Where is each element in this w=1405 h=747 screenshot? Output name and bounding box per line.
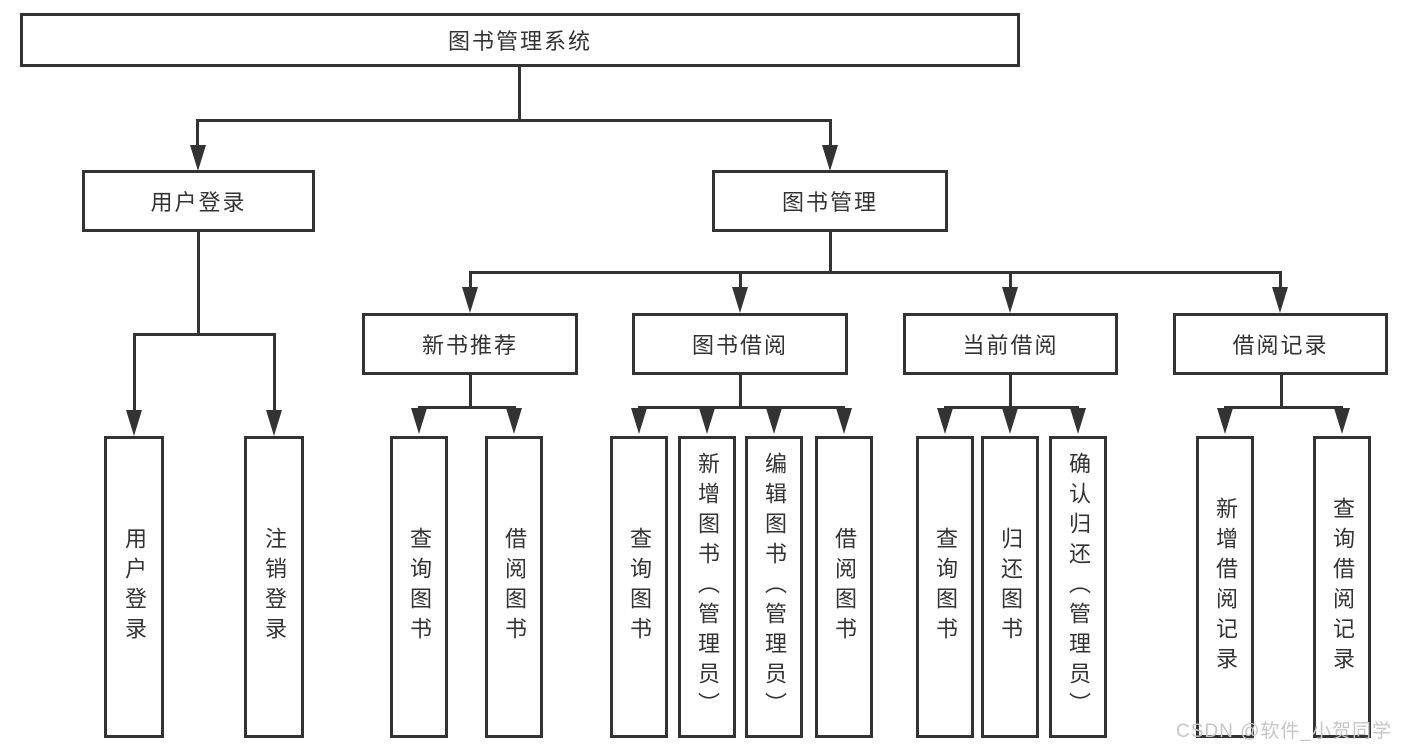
node-label: 新书推荐 [421, 333, 518, 358]
connector-leaf-stem [133, 333, 136, 411]
leaf-label: 借阅图书 [502, 527, 527, 647]
connector-l3-stem [469, 271, 472, 289]
connector-l3-stem [1009, 271, 1012, 289]
arrow-to-leaf-borrow-books-icon [506, 408, 522, 434]
leaf-label: 查询图书 [407, 527, 432, 647]
connector-userlogin-stem [196, 119, 199, 147]
connector-nbr-down [469, 374, 472, 408]
connector-bb-hbar [638, 406, 845, 409]
leaf-label: 查询图书 [933, 527, 958, 647]
leaf-label: 查询借阅记录 [1330, 497, 1355, 677]
leaf-logout-login: 注销登录 [244, 436, 304, 738]
leaf-query-borrow-record: 查询借阅记录 [1313, 436, 1371, 738]
arrow-to-current-borrowing-icon [1002, 287, 1018, 313]
arrow-to-leaf-query-books-icon [631, 408, 647, 434]
leaf-borrow-books-borrowing: 借阅图书 [815, 436, 873, 738]
leaf-query-books-borrowing: 查询图书 [610, 436, 668, 738]
leaf-return-books: 归还图书 [981, 436, 1039, 738]
leaf-label: 确认归还（管理员） [1066, 452, 1091, 722]
leaf-label: 用户登录 [122, 527, 147, 647]
node-label: 当前借阅 [962, 333, 1059, 358]
leaf-edit-books-admin: 编辑图书（管理员） [745, 436, 803, 738]
node-label: 图书管理系统 [447, 29, 592, 54]
node-new-book-recommend: 新书推荐 [362, 313, 578, 375]
connector-userlogin-hbar [133, 333, 275, 336]
arrow-to-leaf-query-books-icon [411, 408, 427, 434]
connector-br-hbar [1224, 406, 1343, 409]
arrow-to-leaf-edit-books-icon [766, 408, 782, 434]
arrow-to-book-borrowing-icon [732, 287, 748, 313]
arrow-to-leaf-query-record-icon [1334, 408, 1350, 434]
arrow-to-leaf-add-record-icon [1217, 408, 1233, 434]
arrow-to-leaf-user-login-icon [126, 410, 142, 436]
node-borrowing-records: 借阅记录 [1173, 313, 1388, 375]
arrow-to-leaf-logout-icon [266, 410, 282, 436]
node-label: 图书管理 [781, 190, 878, 215]
leaf-label: 新增借阅记录 [1213, 497, 1238, 677]
node-label: 借阅记录 [1232, 333, 1329, 358]
node-current-borrowing: 当前借阅 [903, 313, 1118, 375]
arrow-to-book-management-icon [822, 145, 838, 171]
node-book-management: 图书管理 [712, 170, 948, 232]
connector-root-hbar [197, 119, 832, 122]
connector-leaf-stem [273, 333, 276, 411]
arrow-to-borrowing-records-icon [1272, 287, 1288, 313]
leaf-label: 归还图书 [998, 527, 1023, 647]
arrow-to-user-login-icon [190, 145, 206, 171]
arrow-to-new-book-recommend-icon [462, 287, 478, 313]
node-user-login-branch: 用户登录 [82, 170, 315, 232]
connector-cb-hbar [944, 406, 1079, 409]
node-label: 图书借阅 [691, 333, 788, 358]
leaf-query-books-recommend: 查询图书 [390, 436, 448, 738]
leaf-label: 注销登录 [262, 527, 287, 647]
arrow-to-leaf-confirm-return-icon [1070, 408, 1086, 434]
leaf-add-borrow-record: 新增借阅记录 [1196, 436, 1254, 738]
leaf-confirm-return-admin: 确认归还（管理员） [1049, 436, 1107, 738]
connector-bb-down [739, 374, 742, 408]
leaf-query-books-current: 查询图书 [916, 436, 974, 738]
csdn-watermark: CSDN @软件_小贺同学 [1176, 721, 1392, 742]
connector-l3-stem [739, 271, 742, 289]
leaf-label: 借阅图书 [832, 527, 857, 647]
arrow-to-leaf-borrow-books-icon [836, 408, 852, 434]
leaf-label: 查询图书 [627, 527, 652, 647]
connector-bookmgmt-down [829, 231, 832, 273]
arrow-to-leaf-add-books-icon [699, 408, 715, 434]
leaf-label: 新增图书（管理员） [695, 452, 720, 722]
leaf-borrow-books-recommend: 借阅图书 [485, 436, 543, 738]
connector-bookmgmt-stem [829, 119, 832, 147]
arrow-to-leaf-return-books-icon [1002, 408, 1018, 434]
connector-root-stem [518, 67, 521, 121]
connector-bookmgmt-hbar [470, 271, 1281, 274]
leaf-add-books-admin: 新增图书（管理员） [678, 436, 736, 738]
arrow-to-leaf-query-books-icon [937, 408, 953, 434]
leaf-label: 编辑图书（管理员） [762, 452, 787, 722]
node-library-system: 图书管理系统 [20, 13, 1020, 67]
connector-br-down [1280, 374, 1283, 408]
connector-nbr-hbar [418, 406, 516, 409]
node-book-borrowing: 图书借阅 [632, 313, 848, 375]
connector-userlogin-down [197, 231, 200, 335]
connector-cb-down [1009, 374, 1012, 408]
leaf-user-login: 用户登录 [104, 436, 164, 738]
node-label: 用户登录 [150, 190, 247, 215]
connector-l3-stem [1279, 271, 1282, 289]
